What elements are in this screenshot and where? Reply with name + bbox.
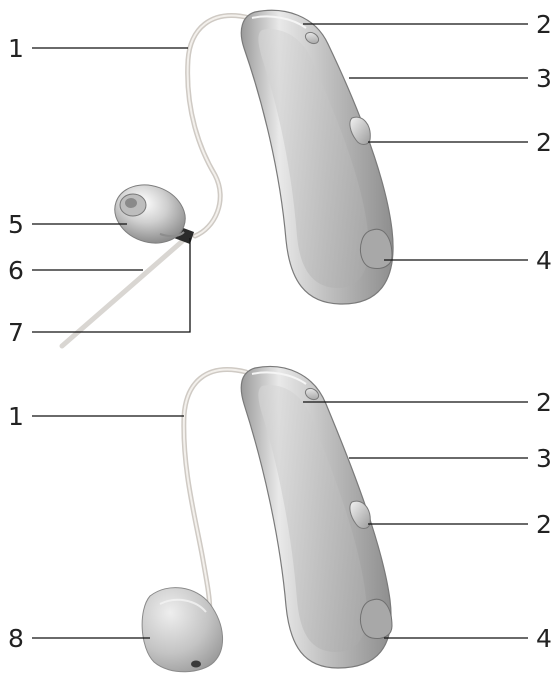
- bottom-callout-3: 3: [536, 444, 552, 473]
- bottom-battery-door: [360, 599, 392, 638]
- bottom-callout-2-upper: 2: [536, 388, 552, 417]
- top-callout-7: 7: [8, 318, 24, 347]
- top-callout-6: 6: [8, 256, 24, 285]
- top-retention-line: [62, 238, 186, 346]
- top-callout-2-middle: 2: [536, 128, 552, 157]
- bottom-callout-1: 1: [8, 402, 24, 431]
- bottom-callout-2-middle: 2: [536, 510, 552, 539]
- bottom-callout-8: 8: [8, 624, 24, 653]
- top-callout-3: 3: [536, 64, 552, 93]
- top-hearing-aid: [62, 10, 393, 346]
- top-callout-1: 1: [8, 34, 24, 63]
- top-callout-4: 4: [536, 246, 552, 275]
- bottom-hearing-aid: [142, 367, 392, 672]
- top-battery-door: [360, 229, 392, 268]
- top-callout-2-upper: 2: [536, 10, 552, 39]
- bottom-callout-4: 4: [536, 624, 552, 653]
- top-callout-5: 5: [8, 210, 24, 239]
